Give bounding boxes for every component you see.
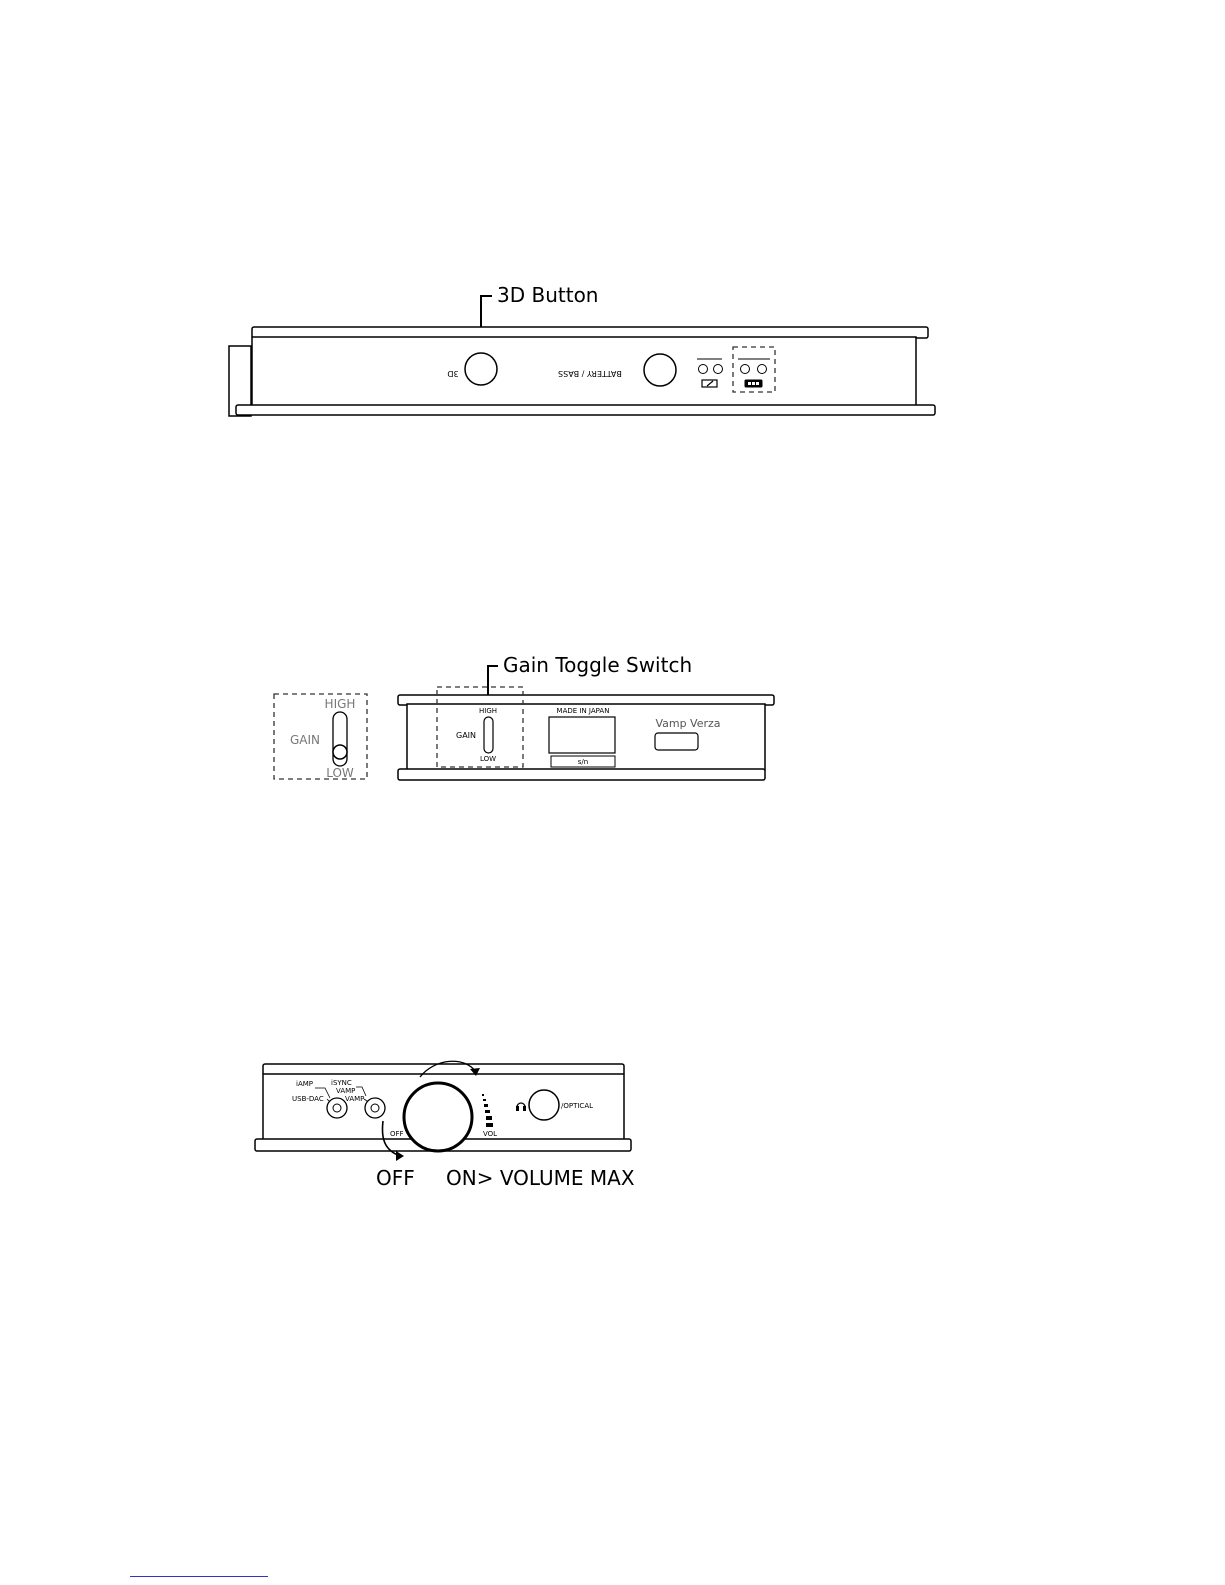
inset-label-gain: GAIN [290,733,320,747]
mode-label-vamp-lower: VAMP [345,1095,364,1103]
figure-volume-power: iAMP iSYNC VAMP USB-DAC VAMP [255,1061,635,1190]
mode-label-isync: iSYNC [331,1079,352,1087]
panel-label-high: HIGH [479,707,497,715]
footnote-rule [130,1576,268,1577]
inset-label-high: HIGH [325,697,356,711]
label-made-in-japan: MADE IN JAPAN [557,707,610,715]
label-battery-bass: BATTERY / BASS [558,369,622,378]
gain-switch-inset: HIGH GAIN LOW [274,694,367,780]
figure-gain-toggle: Gain Toggle Switch HIGH GAIN LOW HIGH GA… [274,653,774,780]
inset-switch-knob[interactable] [333,745,347,759]
mode-label-usb-dac: USB-DAC [292,1095,324,1103]
led-indicator [699,365,708,374]
device-bottom-lip [236,405,935,415]
volume-knob[interactable] [404,1083,472,1151]
label-off-small: OFF [390,1130,404,1138]
label-vol: VOL [483,1130,497,1138]
caption-on-volume-max: ON> VOLUME MAX [446,1166,635,1190]
panel-label-low: LOW [480,755,496,763]
device-front-panel: iAMP iSYNC VAMP USB-DAC VAMP [255,1064,631,1151]
headphone-optical-jack[interactable] [529,1090,559,1120]
mode-selector-knob-2-center [371,1104,379,1112]
3d-button[interactable] [465,353,497,385]
mode-label-vamp-upper: VAMP [336,1087,355,1095]
battery-bass-button[interactable] [644,354,676,386]
gain-toggle-switch[interactable] [484,717,493,753]
battery-icon [745,380,762,387]
rear-bottom-lip [398,769,765,780]
inset-label-low: LOW [326,766,354,780]
callout-gain-toggle-switch: Gain Toggle Switch [503,653,692,677]
led-indicator [714,365,723,374]
product-label-area [549,717,615,753]
charging-icon [702,380,717,387]
arrow-head-icon [396,1151,404,1161]
callout-3d-button: 3D Button [497,283,598,307]
mode-label-iamp: iAMP [296,1080,313,1088]
caption-off: OFF [376,1166,415,1190]
label-3d: 3D [447,369,458,378]
panel-label-gain: GAIN [456,731,476,740]
led-indicator [758,365,767,374]
device-side-panel: 3D BATTERY / BASS [229,327,935,416]
brand-logo-text: Vamp Verza [655,717,720,730]
device-rear-panel: HIGH GAIN LOW MADE IN JAPAN s/n Vamp Ver… [398,687,774,780]
mode-selector-knob-1-center [333,1104,341,1112]
usb-port[interactable] [655,733,698,750]
figure-3d-button: 3D Button 3D BATTERY / BASS [229,283,935,416]
led-indicator [741,365,750,374]
label-optical: /OPTICAL [561,1102,593,1110]
label-serial: s/n [578,758,588,766]
